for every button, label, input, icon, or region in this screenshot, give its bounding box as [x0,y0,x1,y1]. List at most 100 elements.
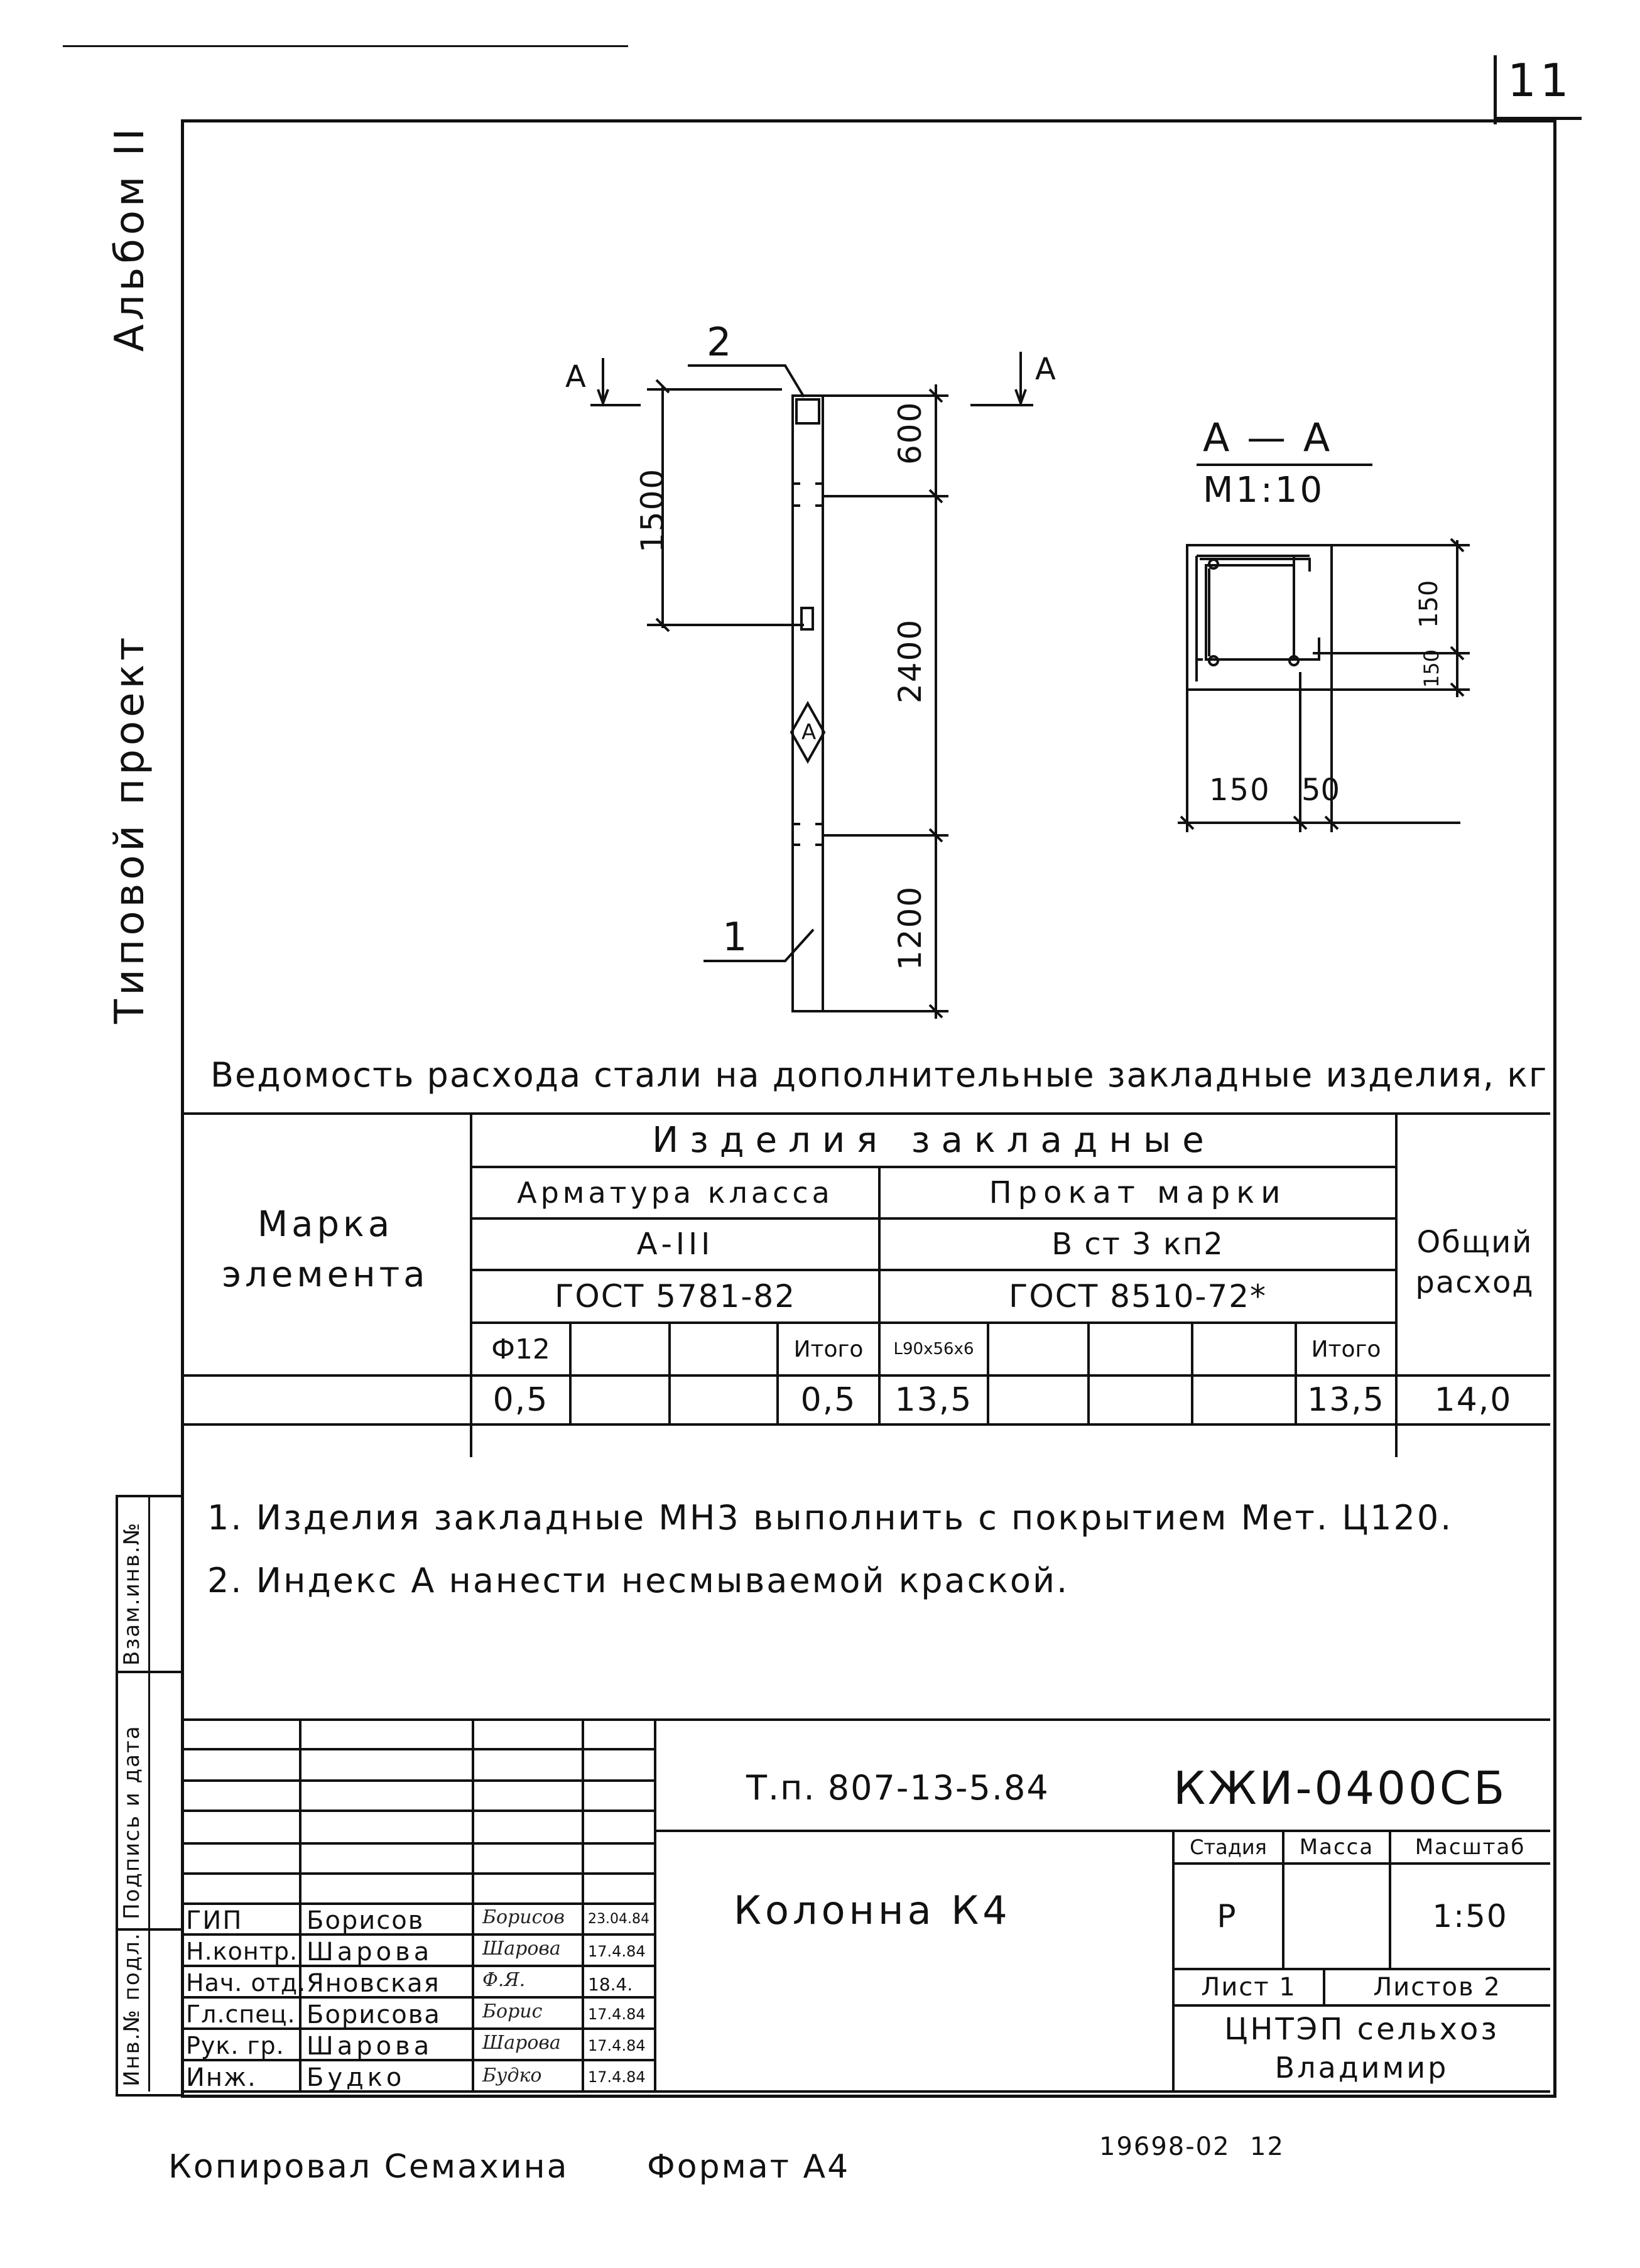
organization-line2: Владимир [1274,2051,1449,2085]
column-drawing [590,352,1470,1019]
dim-chain-right [823,384,948,1019]
section-dim-50: 50 [1301,773,1340,808]
section-dim-150-c: 150 [1209,773,1271,808]
drawing-name: Колонна К4 [734,1887,1011,1933]
stamp-divider [148,1495,150,2092]
row-value: 0,5 [800,1381,857,1419]
mass-value [1283,1864,1390,1969]
embed-middle [800,607,814,631]
signature-borisova: Борис [482,2000,543,2022]
row-value: 0,5 [492,1381,549,1419]
mark-header: Марка элемента [222,1204,429,1295]
role-nach-otd: Нач. отд. [186,1969,307,1997]
scale-value: 1:50 [1432,1898,1508,1934]
stage-label: Стадия [1190,1835,1267,1859]
sub-header-f12: Ф12 [491,1333,550,1365]
row-mark [181,1375,471,1424]
drawing-frame [181,119,1556,2098]
row-total: 14,0 [1434,1381,1512,1419]
name-borisov: Борисов [307,1906,425,1935]
sheet-label: Лист 1 [1201,1973,1296,2002]
title-block: Т.п. 807-13-5.84 КЖИ-0400СБ Колонна К4 С… [181,1718,1550,2095]
row-value: 13,5 [894,1381,973,1419]
project-code: Т.п. 807-13-5.84 [746,1768,1050,1808]
section-cut-right [970,352,1033,406]
title-block-grid [181,1718,1550,2093]
index-diamond [790,700,826,764]
callout-2-leader [688,364,805,398]
callout-2: 2 [707,319,736,365]
section-mark-right: А [1035,352,1060,387]
section-dim-150-b: 150 [1420,649,1443,688]
table-grid [181,1112,1550,1457]
row-value: 13,5 [1307,1381,1385,1419]
role-ruk-gr: Рук. гр. [186,2032,285,2059]
armature-header: Арматура класса [517,1176,834,1210]
table-title: Ведомость расхода стали на дополнительны… [210,1055,1548,1095]
section-dim-150-a: 150 [1415,580,1443,628]
role-gl-spec: Гл.спец. [186,2000,296,2028]
sub-header-itogo: Итого [793,1336,864,1362]
stamp-podpis-data: Подпись и дата [119,1725,144,1919]
section-angle [1195,555,1311,675]
total-header: Общий расход [1415,1225,1534,1300]
date-budko: 17.4.84 [588,2068,646,2086]
signature-sharova-2: Шарова [482,2032,561,2054]
sub-header-empty [1089,1323,1192,1375]
mass-label: Масса [1299,1835,1374,1860]
role-gip: ГИП [186,1906,243,1935]
name-sharova: Шарова [307,1938,433,1967]
signature-sharova: Шарова [482,1938,561,1960]
note-1: 1. Изделия закладные МН3 выполнить с пок… [207,1498,1453,1538]
section-dim-horizontal [1178,672,1460,832]
organization-line1: ЦНТЭП сельхоз [1224,2012,1499,2047]
archive-sheet: 12 [1250,2132,1284,2161]
row-value [570,1375,670,1424]
dim-600-label: 600 [892,401,928,465]
document-code: КЖИ-0400СБ [1173,1762,1507,1815]
stamp-inv-podl: Инв.№ подл. [119,1932,144,2086]
row-value [1089,1375,1192,1424]
sub-header-empty [1192,1323,1296,1375]
section-outline [1186,544,1333,691]
role-inzh: Инж. [186,2063,257,2092]
stamp-vzam-inv: Взам.инв.№ [119,1521,144,1666]
section-cut-left [590,358,641,406]
callout-1: 1 [722,914,751,960]
sheet-number-rule [1494,55,1497,124]
section-dim-vertical [1313,540,1470,697]
sheet-number-underline [1494,117,1582,120]
sub-header-empty [988,1323,1089,1375]
dim-1500-label: 1500 [634,467,671,553]
date-borisova: 17.4.84 [588,2005,646,2023]
date-borisov: 23.04.84 [588,1911,649,1927]
index-mark: А [801,720,817,745]
group-header: Изделия закладные [652,1120,1215,1161]
armature-gost: ГОСТ 5781-82 [554,1278,796,1315]
name-sharova-2: Шарова [307,2032,433,2061]
signature-borisov: Борисов [482,1906,565,1928]
callout-1-leader [703,928,815,962]
dim-1500 [647,386,804,628]
sub-header-empty [570,1323,670,1375]
stage-value: Р [1217,1898,1240,1934]
row-value [1192,1375,1296,1424]
sheets-label: Листов 2 [1373,1973,1501,2002]
sub-header-itogo: Итого [1311,1336,1381,1362]
section-mark-left: А [565,359,590,394]
sub-header-empty [670,1323,778,1375]
top-rule [63,45,628,47]
rolled-grade: В ст 3 кп2 [1051,1227,1224,1262]
signature-yanovskaya: Ф.Я. [482,1969,526,1991]
dim-1200-label: 1200 [892,885,928,970]
row-value [670,1375,778,1424]
role-n-kontr: Н.контр. [186,1938,298,1965]
name-budko: Будко [307,2063,406,2092]
date-sharova-2: 17.4.84 [588,2037,646,2054]
rolled-gost: ГОСТ 8510-72* [1008,1278,1268,1315]
scale-label: Масштаб [1415,1835,1526,1860]
column-body [791,394,824,1012]
armature-class: А-III [636,1227,714,1262]
signature-budko: Будко [482,2065,542,2086]
dim-2400-label: 2400 [892,618,928,703]
